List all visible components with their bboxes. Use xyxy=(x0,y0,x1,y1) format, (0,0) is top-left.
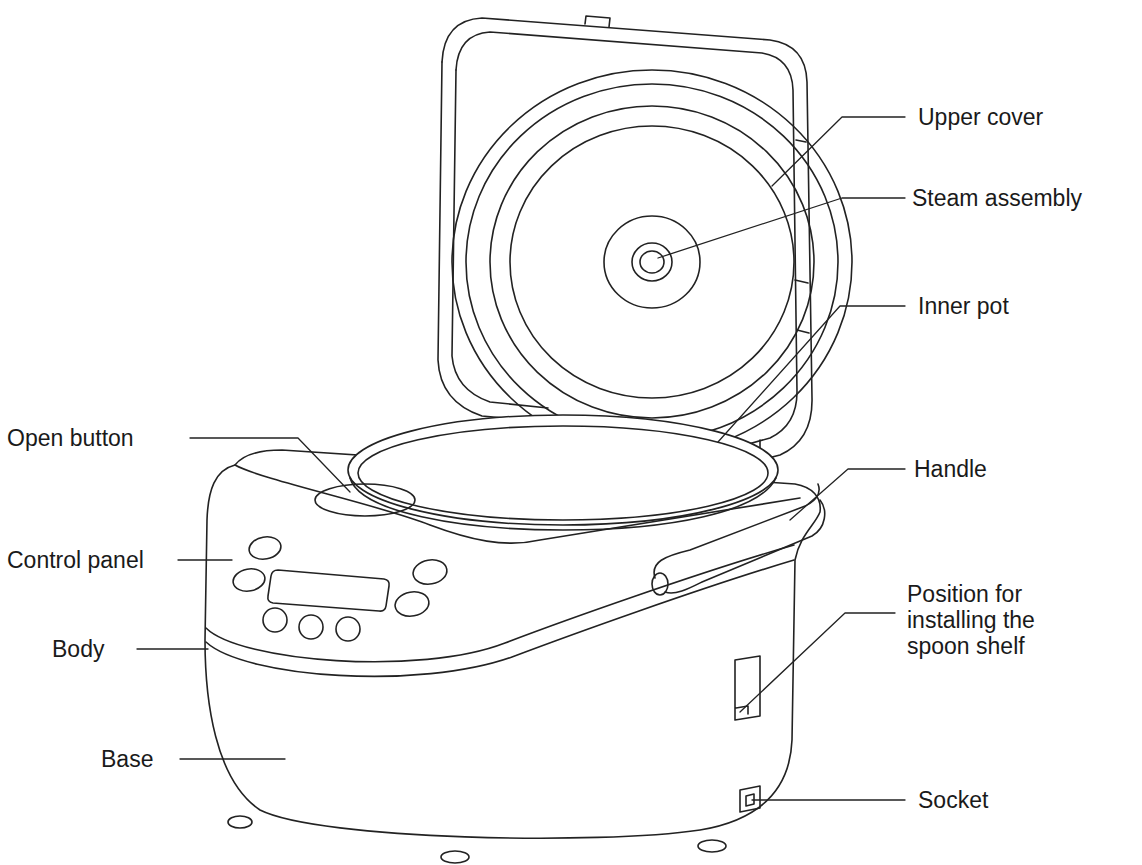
inner-pot-drawing xyxy=(348,415,778,530)
open-button-drawing xyxy=(315,484,415,516)
part-label: Base xyxy=(101,746,201,772)
part-label: Open button xyxy=(7,425,197,451)
control-panel-drawing xyxy=(231,534,448,641)
part-label: Upper cover xyxy=(918,104,1118,130)
part-label: Steam assembly xyxy=(912,185,1142,211)
handle-drawing xyxy=(652,484,825,595)
leader-lines xyxy=(137,117,905,800)
part-label: Position for installing the spoon shelf xyxy=(907,581,1077,659)
steam-assembly-drawing xyxy=(604,216,700,308)
socket-drawing xyxy=(740,786,760,812)
part-label: Handle xyxy=(914,456,1114,482)
upper-cover-drawing xyxy=(438,16,852,478)
part-label: Inner pot xyxy=(918,293,1118,319)
part-label: Control panel xyxy=(7,547,197,573)
part-label: Body xyxy=(52,636,152,662)
part-label: Socket xyxy=(918,787,1118,813)
spoon-shelf-slot xyxy=(735,656,760,720)
